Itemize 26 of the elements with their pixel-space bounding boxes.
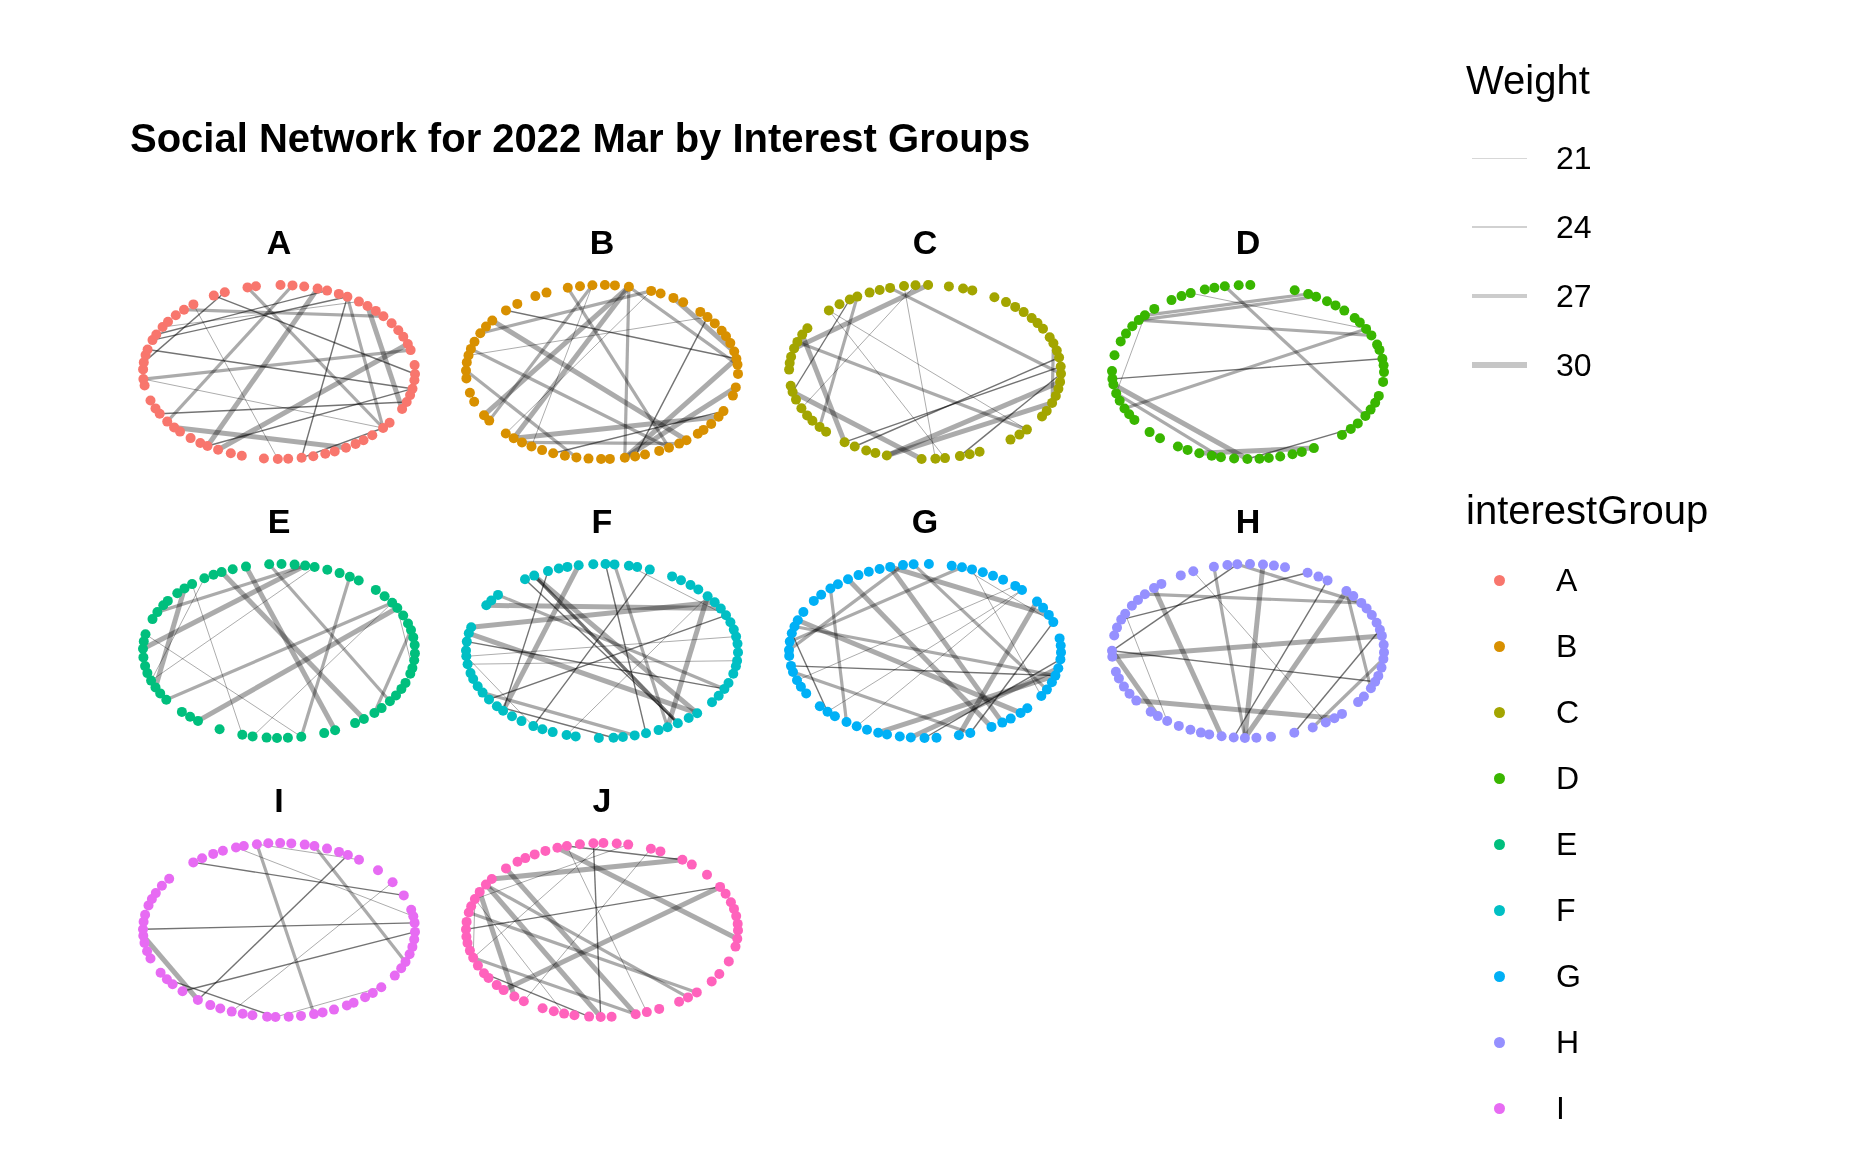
- legend-label: C: [1556, 696, 1580, 728]
- facet-label: I: [274, 783, 284, 817]
- facet-label: G: [911, 504, 939, 538]
- legend-label: 24: [1556, 211, 1592, 243]
- legend-label: E: [1556, 828, 1578, 860]
- facet-label: J: [592, 783, 612, 817]
- legend-title: Weight: [1466, 60, 1590, 100]
- legend-label: F: [1556, 894, 1576, 926]
- legend-label: H: [1556, 1026, 1580, 1058]
- legend-label: 21: [1556, 142, 1592, 174]
- facet-label: E: [267, 504, 291, 538]
- legend-label: A: [1556, 564, 1578, 596]
- legend-label: B: [1556, 630, 1578, 662]
- legend-label: 27: [1556, 280, 1592, 312]
- facet-label: A: [266, 225, 292, 259]
- facet-label: B: [589, 225, 615, 259]
- legend-title: interestGroup: [1466, 490, 1709, 530]
- legend-label: I: [1556, 1092, 1565, 1124]
- chart-title: Social Network for 2022 Mar by Interest Groups: [130, 118, 1031, 158]
- facet-label: D: [1235, 225, 1261, 259]
- legend-label: 30: [1556, 349, 1592, 381]
- legend-label: D: [1556, 762, 1580, 794]
- legend-label: G: [1556, 960, 1581, 992]
- facet-label: C: [912, 225, 938, 259]
- facet-label: F: [591, 504, 613, 538]
- facet-label: H: [1235, 504, 1261, 538]
